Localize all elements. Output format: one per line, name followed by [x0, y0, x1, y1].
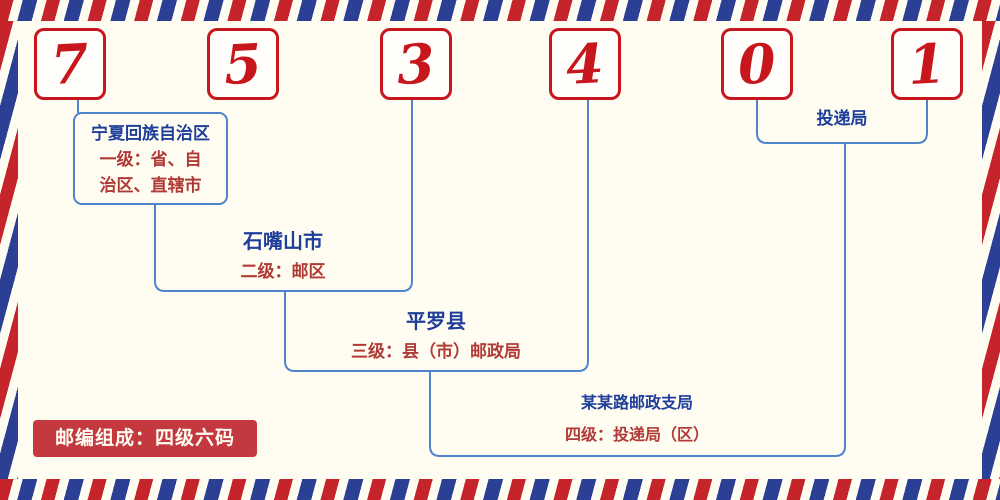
- postal-digit-1: 7: [49, 31, 91, 97]
- level4-description: 四级：投递局（区）: [564, 427, 709, 444]
- level2-annotation: 石嘴山市 二级：邮区: [158, 228, 408, 286]
- postal-digit-box-3: 3: [380, 28, 452, 100]
- airmail-stripe-left: [0, 21, 18, 479]
- level1-region-name: 宁夏回族自治区: [91, 124, 210, 143]
- postal-digit-4: 4: [564, 31, 606, 97]
- level1-description-line1: 一级：省、自: [99, 150, 202, 169]
- postal-digit-box-5: 0: [721, 28, 793, 100]
- level2-description: 二级：邮区: [240, 262, 326, 281]
- level3-region-name: 平罗县: [406, 311, 466, 333]
- level3-description: 三级：县（市）邮政局: [351, 342, 521, 361]
- airmail-stripe-right: [982, 21, 1000, 479]
- level4-office-name: 某某路邮政支局: [580, 395, 693, 412]
- airmail-stripe-bottom: [0, 479, 1000, 500]
- postal-digit-box-1: 7: [34, 28, 106, 100]
- postal-digit-5: 0: [736, 31, 778, 97]
- postal-code-composition-badge: 邮编组成：四级六码: [33, 420, 257, 457]
- postal-digit-box-4: 4: [549, 28, 621, 100]
- postal-digit-box-2: 5: [207, 28, 279, 100]
- level4-annotation: 某某路邮政支局 四级：投递局（区）: [487, 392, 787, 448]
- postal-digit-box-6: 1: [891, 28, 963, 100]
- postal-digit-2: 5: [222, 31, 264, 97]
- airmail-stripe-top: [0, 0, 1000, 21]
- postal-digit-6: 1: [906, 31, 948, 97]
- delivery-office-label: 投递局: [816, 109, 868, 128]
- level3-annotation: 平罗县 三级：县（市）邮政局: [286, 308, 586, 366]
- postal-digit-3: 3: [395, 31, 437, 97]
- level2-region-name: 石嘴山市: [243, 231, 323, 253]
- level1-description-line2: 治区、直辖市: [99, 176, 202, 195]
- level1-annotation-box: 宁夏回族自治区 一级：省、自 治区、直辖市: [73, 112, 228, 205]
